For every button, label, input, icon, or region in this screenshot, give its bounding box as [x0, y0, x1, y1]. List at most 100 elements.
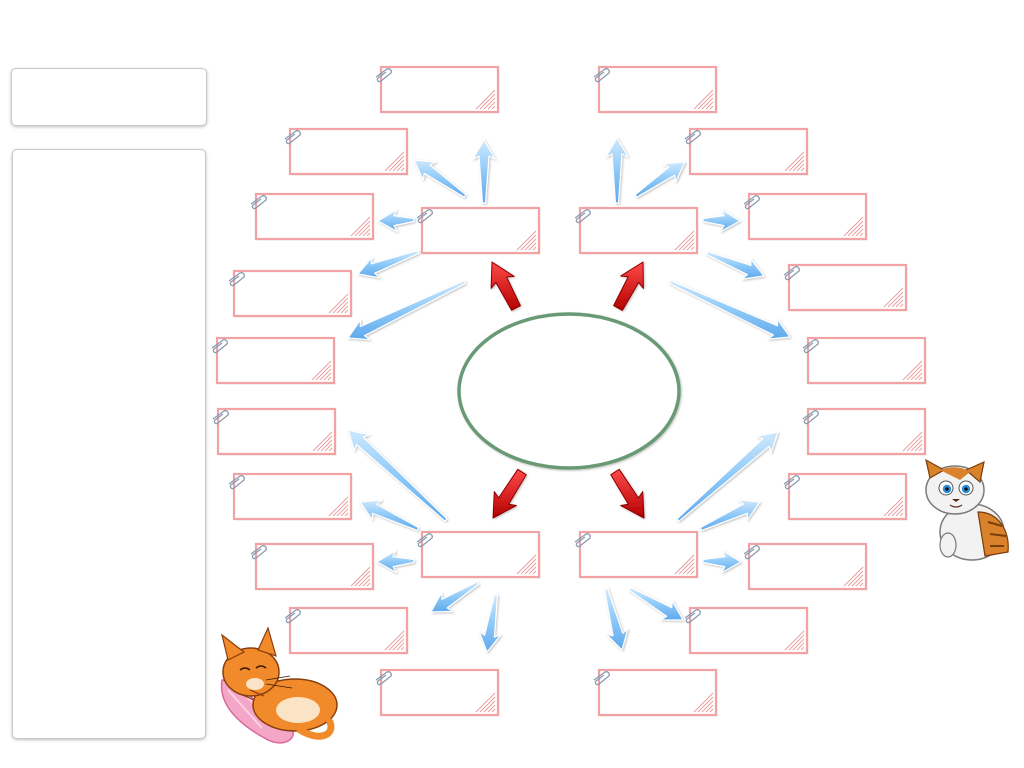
- note-corner-hatch: [332, 500, 349, 517]
- note-corner-hatch: [392, 638, 405, 651]
- center-ellipse[interactable]: [457, 312, 681, 470]
- note-box[interactable]: [379, 668, 500, 717]
- blue-arrow: [603, 588, 629, 651]
- inner-note-top-left[interactable]: [416, 206, 541, 255]
- note-box[interactable]: [379, 65, 500, 114]
- outer-note-ul-3[interactable]: [250, 192, 375, 241]
- title-field[interactable]: [11, 68, 207, 126]
- outer-note-lr-1[interactable]: [802, 407, 927, 456]
- note-corner-hatch: [312, 431, 333, 452]
- note-box[interactable]: [215, 336, 336, 385]
- outer-note-ll-4[interactable]: [284, 606, 409, 655]
- paperclip-icon: [284, 130, 301, 145]
- note-corner-hatch: [479, 93, 496, 110]
- note-corner-hatch: [800, 646, 805, 651]
- note-corner-hatch: [483, 700, 496, 713]
- outer-note-ll-5[interactable]: [375, 668, 500, 717]
- outer-note-ur-4[interactable]: [783, 263, 908, 312]
- outer-note-ur-1[interactable]: [593, 65, 718, 114]
- note-corner-hatch: [354, 220, 371, 237]
- note-corner-hatch: [491, 105, 496, 110]
- note-corner-hatch: [910, 368, 923, 381]
- outer-note-ll-2[interactable]: [228, 472, 353, 521]
- note-corner-hatch: [910, 439, 923, 452]
- outer-note-ul-5[interactable]: [211, 336, 336, 385]
- note-corner-hatch: [388, 155, 405, 172]
- note-box[interactable]: [288, 606, 409, 655]
- note-corner-hatch: [709, 105, 714, 110]
- note-box[interactable]: [254, 542, 375, 591]
- note-box[interactable]: [688, 127, 809, 176]
- word-list-panel[interactable]: [12, 149, 206, 739]
- note-box[interactable]: [688, 606, 809, 655]
- note-box[interactable]: [288, 127, 409, 176]
- note-corner-hatch: [800, 167, 805, 172]
- note-box[interactable]: [254, 192, 375, 241]
- note-corner-hatch: [682, 562, 695, 575]
- note-corner-hatch: [851, 224, 864, 237]
- note-box[interactable]: [232, 472, 353, 521]
- note-corner-hatch: [705, 704, 714, 713]
- outer-note-ur-3[interactable]: [743, 192, 868, 241]
- outer-note-ur-2[interactable]: [684, 127, 809, 176]
- note-corner-hatch: [887, 500, 904, 517]
- paperclip-icon: [684, 609, 701, 624]
- outer-note-lr-4[interactable]: [684, 606, 809, 655]
- note-corner-hatch: [491, 708, 496, 713]
- note-box[interactable]: [420, 206, 541, 255]
- note-box[interactable]: [216, 407, 337, 456]
- note-corner-hatch: [516, 230, 537, 251]
- outer-note-ur-5[interactable]: [802, 336, 927, 385]
- outer-note-lr-3[interactable]: [743, 542, 868, 591]
- note-corner-hatch: [855, 578, 864, 587]
- blue-arrow: [357, 250, 420, 279]
- note-corner-hatch: [344, 512, 349, 517]
- note-corner-hatch: [784, 151, 805, 172]
- note-box[interactable]: [232, 269, 353, 318]
- note-corner-hatch: [350, 216, 371, 237]
- paperclip-icon: [743, 545, 760, 560]
- note-box[interactable]: [806, 407, 927, 456]
- inner-note-bottom-left[interactable]: [416, 530, 541, 579]
- note-corner-hatch: [705, 101, 714, 110]
- outer-note-ul-1[interactable]: [375, 65, 500, 114]
- note-corner-hatch: [344, 309, 349, 314]
- note-box[interactable]: [420, 530, 541, 579]
- note-corner-hatch: [384, 630, 405, 651]
- note-corner-hatch: [350, 566, 371, 587]
- outer-note-lr-2[interactable]: [783, 472, 908, 521]
- note-corner-hatch: [914, 443, 923, 452]
- note-box[interactable]: [597, 65, 718, 114]
- note-box[interactable]: [787, 263, 908, 312]
- outer-note-ul-2[interactable]: [284, 127, 409, 176]
- note-box[interactable]: [806, 336, 927, 385]
- note-corner-hatch: [532, 570, 537, 575]
- paperclip-icon: [684, 130, 701, 145]
- paperclip-icon: [574, 209, 591, 224]
- note-corner-hatch: [678, 558, 695, 575]
- note-corner-hatch: [796, 163, 805, 172]
- note-corner-hatch: [792, 159, 805, 172]
- note-corner-hatch: [524, 238, 537, 251]
- center-topic[interactable]: [457, 312, 681, 470]
- note-box[interactable]: [578, 530, 699, 579]
- blue-arrow: [699, 499, 761, 531]
- note-box[interactable]: [747, 192, 868, 241]
- outer-note-ul-4[interactable]: [228, 269, 353, 318]
- note-corner-hatch: [906, 364, 923, 381]
- inner-note-top-right[interactable]: [574, 206, 699, 255]
- outer-note-ll-3[interactable]: [250, 542, 375, 591]
- note-corner-hatch: [324, 443, 333, 452]
- note-corner-hatch: [847, 220, 864, 237]
- outer-note-ll-1[interactable]: [212, 407, 337, 456]
- note-corner-hatch: [701, 700, 714, 713]
- note-box[interactable]: [578, 206, 699, 255]
- note-corner-hatch: [316, 435, 333, 452]
- blue-arrow: [430, 581, 480, 613]
- note-box[interactable]: [787, 472, 908, 521]
- inner-note-bottom-right[interactable]: [574, 530, 699, 579]
- note-box[interactable]: [597, 668, 718, 717]
- note-corner-hatch: [690, 570, 695, 575]
- outer-note-lr-5[interactable]: [593, 668, 718, 717]
- note-box[interactable]: [747, 542, 868, 591]
